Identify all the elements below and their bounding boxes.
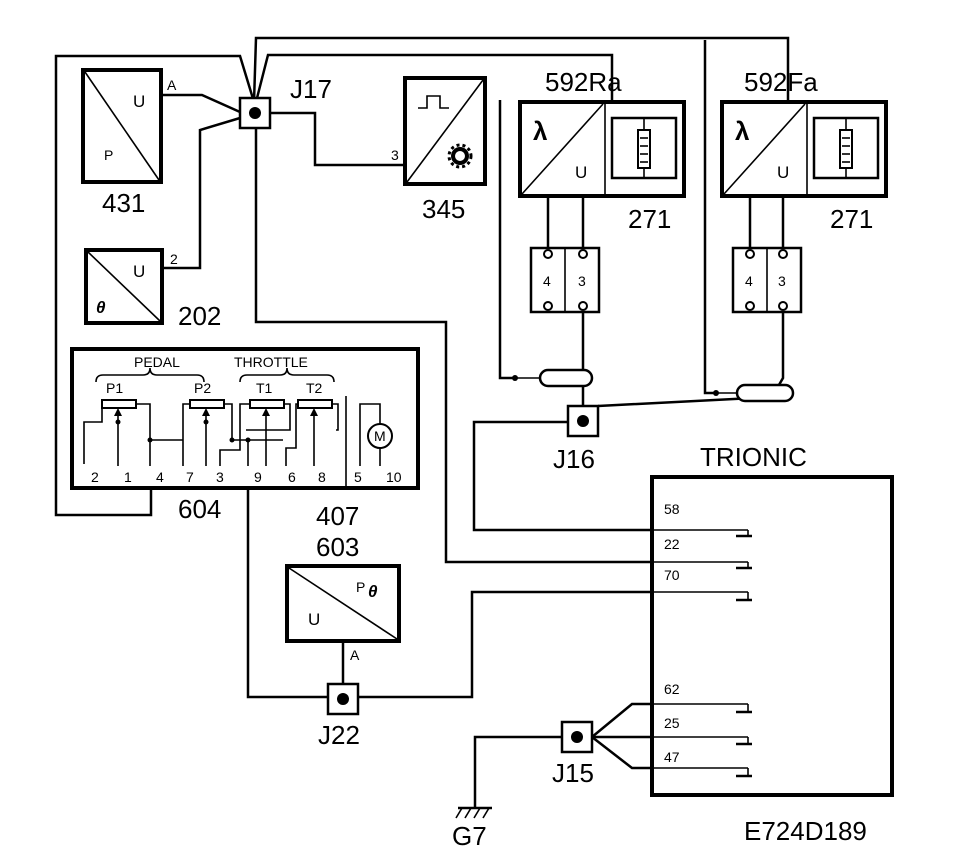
592fa-u-label: U xyxy=(777,163,789,182)
604-t1-label: T1 xyxy=(256,380,273,396)
604-pin: 3 xyxy=(216,469,224,485)
592fa-pin-4: 4 xyxy=(745,273,753,289)
431-pin-a: A xyxy=(167,77,177,93)
592ra-u-label: U xyxy=(575,163,587,182)
diagram-reference: E724D189 xyxy=(744,816,867,846)
604-pin: 8 xyxy=(318,469,326,485)
shield-ra-wire xyxy=(498,100,515,380)
component-592ra: λ U 592Ra 271 4 3 xyxy=(518,67,686,314)
wire-j17-to-trionic-22 xyxy=(254,125,652,564)
592fa-id: 592Fa xyxy=(744,67,818,97)
component-604: PEDAL THROTTLE P1 P2 T1 T2 xyxy=(70,347,420,524)
wire-j15-to-g7 xyxy=(473,735,562,808)
wire-j15-to-62 xyxy=(591,702,652,738)
wire-j16-to-trionic-58 xyxy=(472,420,652,532)
202-theta-label: θ xyxy=(96,298,106,317)
431-id: 431 xyxy=(102,188,145,218)
motor-icon: M xyxy=(367,423,393,449)
trionic-pins xyxy=(652,529,752,778)
202-id: 202 xyxy=(178,301,221,331)
ground-icon: G7 xyxy=(452,806,492,851)
pulse-icon xyxy=(418,95,449,109)
wire-604-to-j17 xyxy=(54,54,256,517)
592fa-heater-id: 271 xyxy=(830,204,873,234)
trionic-pin: 25 xyxy=(664,715,680,731)
j17-label: J17 xyxy=(290,74,332,104)
604-pin: 9 xyxy=(254,469,262,485)
431-p-label: P xyxy=(104,147,113,163)
trionic-pin: 22 xyxy=(664,536,680,552)
345-pin-3: 3 xyxy=(391,147,399,163)
component-202: U θ 2 202 xyxy=(84,248,221,331)
592fa-pin-3: 3 xyxy=(778,273,786,289)
604-internal-wiring xyxy=(83,396,381,488)
wire-j17-to-592ra xyxy=(254,53,614,103)
604-p1-label: P1 xyxy=(106,380,123,396)
604-pin: 6 xyxy=(288,469,296,485)
202-u-label: U xyxy=(133,262,145,281)
trionic-pin: 70 xyxy=(664,567,680,583)
604-pin: 7 xyxy=(186,469,194,485)
407-id: 407 xyxy=(316,501,359,531)
603-id: 603 xyxy=(316,532,359,562)
604-p2-label: P2 xyxy=(194,380,211,396)
431-u-label: U xyxy=(133,92,145,111)
shield-fa xyxy=(713,383,795,403)
604-pedal-label: PEDAL xyxy=(134,354,180,370)
junction-j22: J22 xyxy=(318,682,360,750)
shield-ra xyxy=(512,368,594,388)
592fa-lambda: λ xyxy=(735,116,750,146)
component-345: 3 345 xyxy=(391,76,487,224)
407-theta-label: θ xyxy=(368,582,378,601)
j22-label: J22 xyxy=(318,720,360,750)
604-pin: 1 xyxy=(124,469,132,485)
604-pin: 10 xyxy=(386,469,402,485)
j16-label: J16 xyxy=(553,444,595,474)
592ra-pin-3: 3 xyxy=(578,273,586,289)
wire-j17-top-rail xyxy=(252,36,790,103)
592ra-id: 592Ra xyxy=(545,67,622,97)
shield-fa-wire xyxy=(703,40,716,395)
junction-j16: J16 xyxy=(553,404,600,474)
j15-label: J15 xyxy=(552,758,594,788)
604-throttle-label: THROTTLE xyxy=(234,354,308,370)
604-pin: 4 xyxy=(156,469,164,485)
ground-label: G7 xyxy=(452,821,487,851)
604-pin: 5 xyxy=(354,469,362,485)
trionic-ecu: TRIONIC 58 22 70 62 25 47 xyxy=(650,442,894,797)
202-pin-2: 2 xyxy=(170,251,178,267)
junction-j15: J15 xyxy=(552,720,594,788)
component-407-603: 407 603 P θ U A xyxy=(285,501,401,663)
trionic-pin: 58 xyxy=(664,501,680,517)
407-p-label: P xyxy=(356,579,365,595)
604-motor-label: M xyxy=(374,428,386,444)
407-u-label: U xyxy=(308,610,320,629)
592ra-pin-4: 4 xyxy=(543,273,551,289)
wire-202-to-j17 xyxy=(164,116,241,270)
heater-element-icon xyxy=(637,118,651,178)
trionic-pin: 62 xyxy=(664,681,680,697)
604-pin: 2 xyxy=(91,469,99,485)
gear-icon xyxy=(447,143,473,169)
junction-j17: J17 xyxy=(238,74,332,130)
592ra-lambda: λ xyxy=(533,116,548,146)
heater-element-icon xyxy=(839,118,853,178)
trionic-pin: 47 xyxy=(664,749,680,765)
wire-j17-to-345 xyxy=(270,111,405,167)
604-t2-label: T2 xyxy=(306,380,323,396)
component-592fa: λ U 592Fa 271 4 3 xyxy=(720,67,888,314)
604-id: 604 xyxy=(178,494,221,524)
345-id: 345 xyxy=(422,194,465,224)
trionic-title: TRIONIC xyxy=(700,442,807,472)
component-431: U P A 431 xyxy=(81,68,177,218)
407-pin-a: A xyxy=(350,647,360,663)
wire-j15-to-47 xyxy=(591,736,652,770)
wire-604-to-j22 xyxy=(246,488,328,699)
wire-431-to-j17 xyxy=(163,93,241,114)
592ra-heater-id: 271 xyxy=(628,204,671,234)
wire-j22-to-trionic-70 xyxy=(358,590,652,699)
